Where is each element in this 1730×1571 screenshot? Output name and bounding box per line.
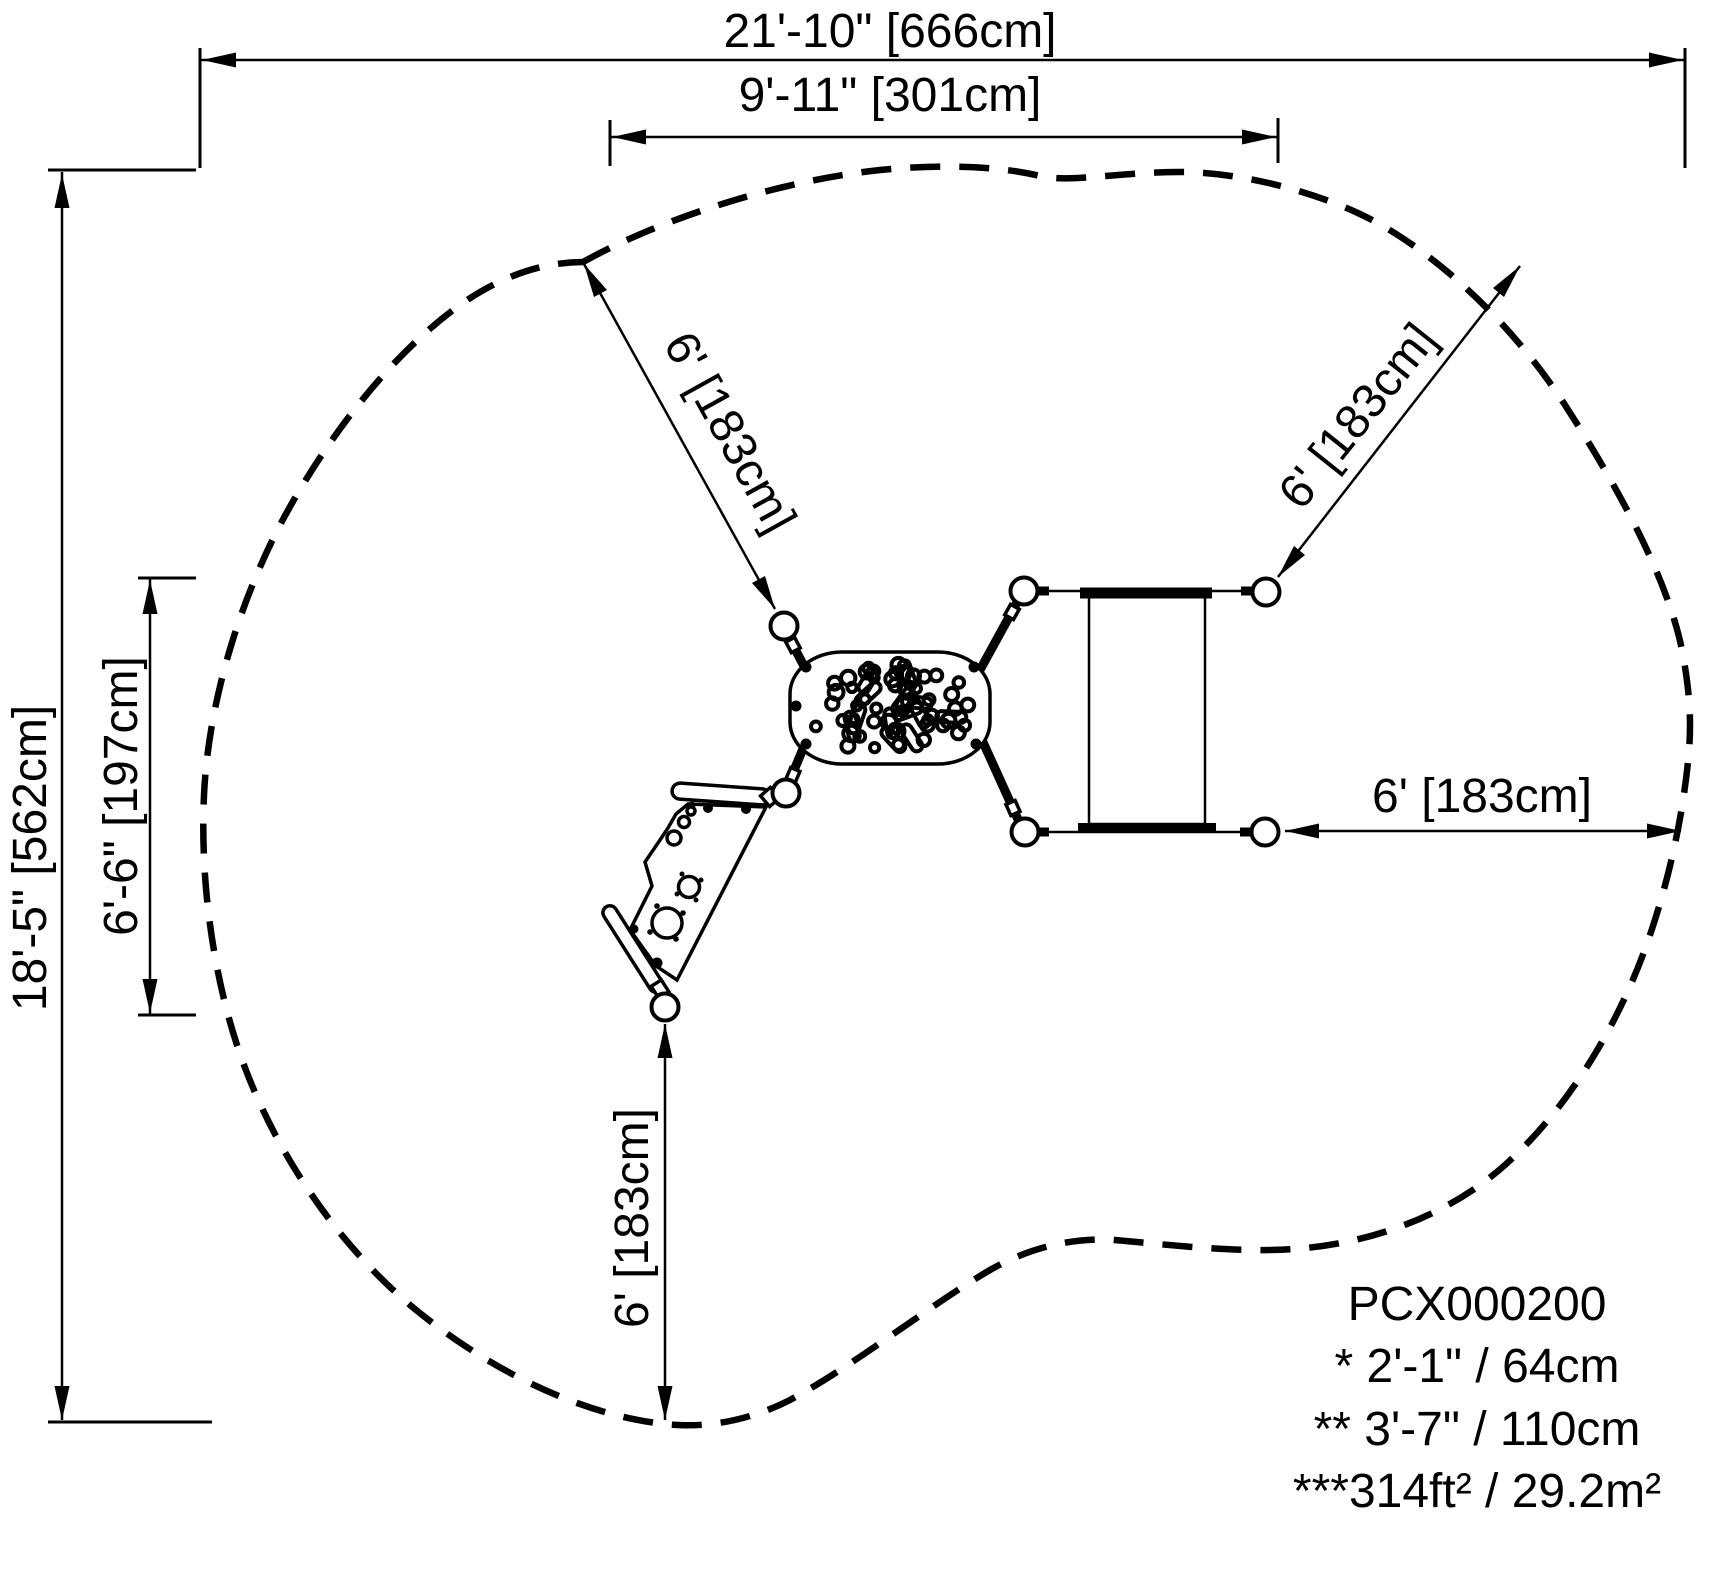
rock-hold-grip [846,702,868,736]
rock-hold-grip [891,700,925,723]
dimension-use-zone-right: 6' [183cm] [1285,770,1681,839]
rock-hold [959,696,977,714]
dimension-label: 21'-10" [666cm] [723,5,1056,58]
strut-collar [1003,798,1023,818]
climbing-boulder [782,629,992,789]
boulder-lug [968,661,980,673]
dimension-line [1277,265,1521,578]
dimension-overall-depth: 18'-5" [562cm] [4,168,212,1424]
dimension-use-zone-bottom: 6' [183cm] [606,1024,673,1420]
panel-bolts [629,801,751,969]
arrowhead [657,1386,673,1420]
rock-hold-grip [898,722,925,754]
info-note-2: ** 3'-7" / 110cm [1314,1403,1641,1456]
rock-hold [921,692,937,708]
boulder-lug [800,738,812,750]
panel-hole [665,829,683,847]
rock-hold [916,668,933,685]
rock-hold [869,701,884,716]
model-number: PCX000200 [1348,1278,1607,1331]
climbing-panel [601,781,782,1001]
arrowhead [1242,129,1276,145]
panel-wheel-large [650,906,684,940]
dimension-label: 9'-11" [301cm] [739,69,1042,122]
arrowhead [54,174,70,208]
beam-nub [1241,586,1253,596]
strut-collar [1002,601,1022,623]
rock-hold [868,741,882,755]
arrowhead [1285,823,1319,839]
boulder-lug [970,738,982,750]
dimension-platform-depth: 6'-6" [197cm] [95,576,196,1017]
rock-hold [826,674,843,692]
boulder-lug [800,661,812,673]
post-cap [1249,816,1281,848]
swing-bay [1087,595,1207,826]
arrowhead [1649,52,1683,68]
dimension-label: 6' [183cm] [1372,770,1592,823]
panel-top-bar [670,781,772,807]
boulder-holds [809,655,977,755]
use-zone-boundary [200,163,1694,1429]
arrowhead [142,580,158,614]
dimension-label: 6' [183cm] [1269,314,1447,519]
dimension-label: 18'-5" [562cm] [4,705,57,1011]
dimension-label: 6' [183cm] [606,1108,659,1328]
info-note-3: ***314ft² / 29.2m² [1293,1465,1661,1518]
swing-frame [976,586,1253,837]
dimension-overall-width: 21'-10" [666cm] [198,5,1687,168]
info-block: PCX000200 * 2'-1" / 64cm ** 3'-7" / 110c… [1293,1278,1661,1518]
rock-hold [866,713,882,730]
rock-hold [943,686,961,703]
rock-hold [824,695,841,712]
dimension-platform-width: 9'-11" [301cm] [608,69,1280,166]
beam-nub [1240,827,1252,837]
arrowhead [752,576,775,609]
rock-hold [861,660,876,676]
rock-hold-grip [882,706,901,741]
arrowhead [202,52,236,68]
arrowhead [54,1386,70,1420]
dimension-use-zone-upper-right: 6' [183cm] [1269,265,1521,578]
dimension-use-zone-upper-left: 6' [183cm] [582,263,806,610]
rock-hold-grip [896,658,919,692]
panel-hole [676,814,692,830]
rock-hold-grip [934,709,969,725]
arrowhead [1493,266,1520,297]
rock-hold [809,719,823,734]
arrowhead [657,1024,673,1058]
post-cap [649,991,681,1023]
arrowhead [612,129,646,145]
arrowhead [142,979,158,1013]
arrowhead [1647,823,1681,839]
post-cap [768,610,800,642]
boulder-lug [790,700,802,712]
rock-hold [951,675,967,690]
post-cap [770,777,802,809]
beam-nub [1037,827,1049,837]
post-caps [649,575,1282,1023]
post-cap [1009,816,1041,848]
arrowhead [1278,546,1305,577]
rock-hold-grip [900,694,934,711]
panel-wheel-small [676,874,702,900]
dimension-label: 6'-6" [197cm] [95,656,148,936]
dimension-line [582,263,777,610]
arrowhead [584,264,607,297]
info-note-1: * 2'-1" / 64cm [1335,1340,1620,1393]
post-cap [1250,576,1282,608]
post-cap [1008,575,1040,607]
rock-hold-grip [879,725,908,755]
rock-hold-grip [856,663,882,695]
beam-nub [1037,586,1049,596]
